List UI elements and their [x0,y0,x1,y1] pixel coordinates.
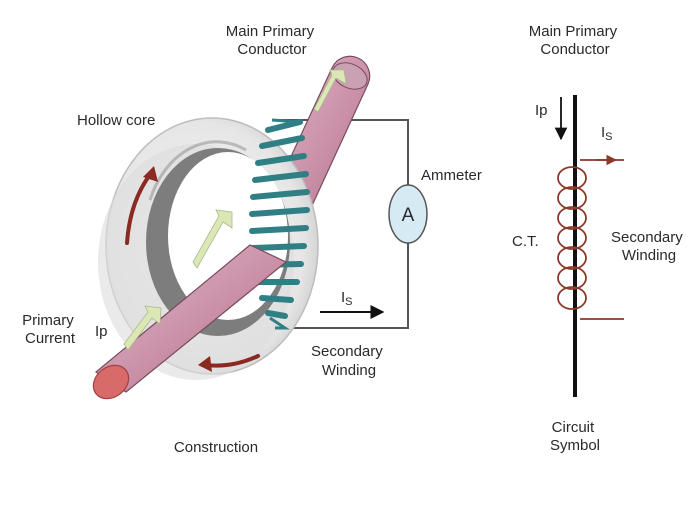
conductor-current-arrows [123,69,347,351]
ct-label: C.T. [512,233,539,250]
ammeter-symbol: A [402,205,415,226]
ammeter-label: Ammeter [421,167,482,184]
symbol-main-conductor-label: Main Primary Conductor [529,23,622,58]
symbol-secondary-winding-label: Secondary Winding [611,229,687,264]
core-flux-arrow-lower [198,354,260,372]
ip-label: Ip [95,323,108,340]
ammeter: A [388,184,428,244]
symbol-is-label: IS [601,124,613,143]
construction-caption: Construction [174,439,258,456]
secondary-winding-label: Secondary Winding [311,343,387,379]
primary-current-label: Primary Current [22,312,78,347]
primary-conductor-end [92,364,130,400]
symbol-ip-label: Ip [535,102,548,119]
is-label: IS [341,289,353,308]
core-flux-arrow-upper [125,166,158,245]
circuit-symbol-caption: Circuit Symbol [550,419,600,454]
circuit-symbol-figure: Main Primary Conductor Ip IS C.T. Second… [512,23,687,454]
hollow-core-label: Hollow core [77,112,155,129]
construction-figure: A Main Primary Conductor Hollow core Amm… [22,23,482,456]
main-conductor-label: Main Primary Conductor [226,23,319,58]
